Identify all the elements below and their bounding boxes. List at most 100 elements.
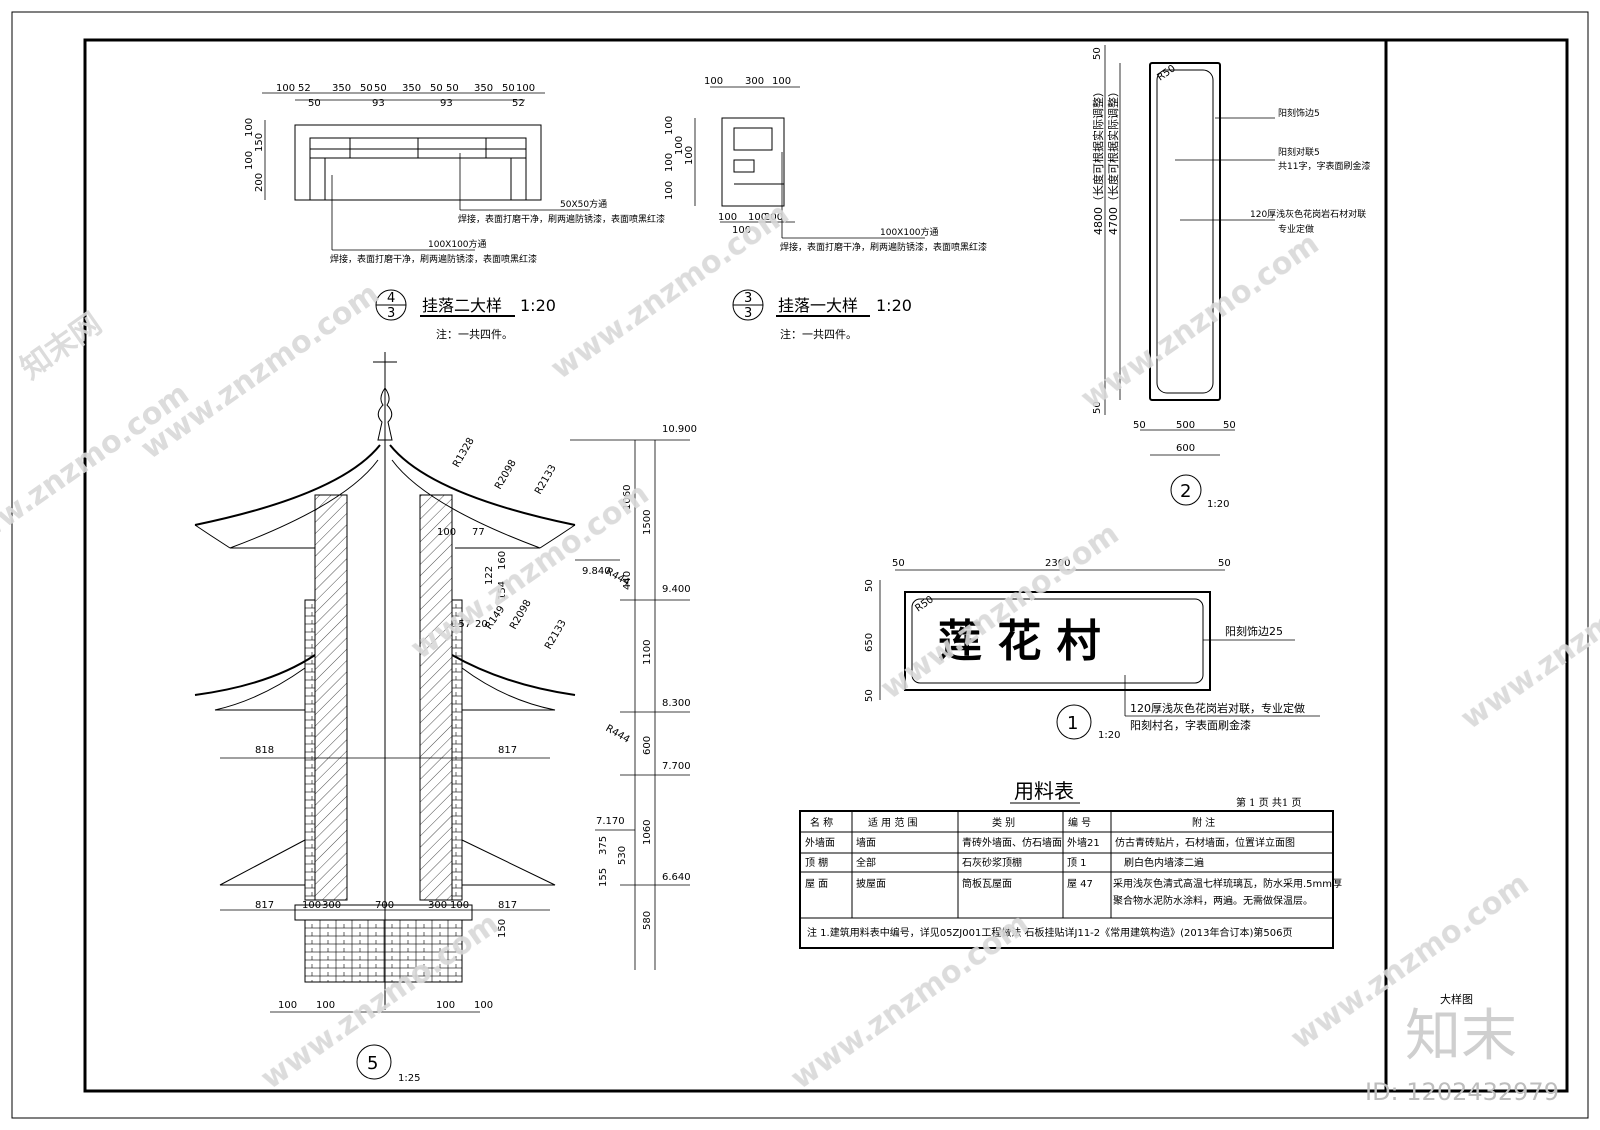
drawing-title: 大样图 [1440, 992, 1473, 1006]
dim: 100 [704, 76, 723, 87]
detail-1-symbol [1056, 704, 1092, 740]
table-cell: 顶 棚 [805, 856, 828, 869]
detail-5-base-dims: 817 100 300 700 300 100 817 [255, 900, 517, 911]
radius-label: R1328 [451, 436, 477, 470]
dim: 500 [1176, 420, 1195, 431]
label-weld-note: 焊接，表面打磨干净，刷两遍防锈漆，表面喷黑红漆 [330, 253, 537, 265]
watermark-text: www.znzmo.com [1455, 546, 1600, 736]
detail-4-title: 挂落二大样 [422, 296, 502, 315]
dim: 50 [502, 83, 515, 94]
table-cell: 墙面 [856, 836, 876, 849]
dim: 50 [446, 83, 459, 94]
table-header-cell: 名 称 [810, 816, 833, 829]
radius-label: R444 [604, 723, 632, 746]
watermark-text: www.znzmo.com [1075, 226, 1326, 416]
dim: 650 [864, 633, 875, 652]
wall-left [314, 494, 348, 901]
label-weld-note: 焊接，表面打磨干净，刷两遍防锈漆，表面喷黑红漆 [780, 241, 987, 253]
dim: 50 [1133, 420, 1146, 431]
dim: 50 [864, 689, 875, 702]
upper-roof-right [389, 444, 576, 526]
dim: 93 [440, 98, 453, 109]
plinth [304, 919, 463, 983]
couplet-border [1156, 69, 1214, 394]
sheet-outer-border [11, 11, 1589, 1119]
detail-4-frame-outer [294, 124, 542, 201]
dim: 100 [302, 900, 321, 911]
dim: 20 [475, 619, 488, 630]
dim: 157 [452, 619, 471, 630]
dim: 100 [674, 136, 685, 155]
sheet-frame [83, 38, 1569, 1093]
table-row: 外墙面 墙面 青砖外墙面、仿石墙面 外墙21 仿古青砖贴片，石材墙面，位置详立面… [805, 836, 1295, 849]
detail-1-village-sign: R50 莲 花 村 50 2300 50 50 650 50 阳刻饰边25 12… [864, 558, 1320, 741]
dim: 300 [428, 900, 447, 911]
detail-number: 2 [1180, 481, 1191, 502]
dim: 50 [1092, 47, 1103, 60]
dim: 200 [254, 173, 265, 192]
dim: 300 [322, 900, 341, 911]
dim: 300 [745, 76, 764, 87]
detail-5-symbol [356, 1044, 392, 1080]
detail-2-scale: 1:20 [1207, 499, 1229, 510]
label-stone: 120厚浅灰色花岗岩石材对联 [1250, 208, 1366, 220]
table-cell: 屋 面 [805, 878, 828, 890]
detail-2-symbol [1170, 474, 1202, 506]
label-border: 阳刻饰边25 [1225, 624, 1283, 638]
table-header-cell: 适 用 范 围 [868, 816, 918, 829]
dim: 100 [437, 527, 456, 538]
table-cell: 筒板瓦屋面 [962, 877, 1012, 890]
dim: 50 [1223, 420, 1236, 431]
dim: 50 [308, 98, 321, 109]
wall-right [419, 494, 453, 901]
elevation-marks: 10.900 9.840 9.400 8.300 7.700 7.170 6.6… [570, 424, 697, 886]
dim: 100 [516, 83, 535, 94]
dim: 100 [664, 181, 675, 200]
dim: 77 [472, 527, 485, 538]
detail-number: 5 [367, 1053, 378, 1074]
sign-border [911, 598, 1204, 684]
dim: 100 [450, 900, 469, 911]
dim: 817 [255, 900, 274, 911]
dim: 1060 [622, 485, 633, 510]
lower-roof-right [451, 654, 576, 696]
watermark-text: www.znzmo.com [135, 276, 386, 466]
label-100x100-tube: 100X100方通 [428, 238, 487, 250]
dim: 817 [498, 745, 517, 756]
table-header-cell: 类 别 [992, 816, 1015, 829]
radius-label: R2098 [493, 458, 519, 492]
detail-5-scale: 1:25 [398, 1073, 420, 1084]
dim-inner-height: 4700（长度可根据实际调整） [1106, 86, 1120, 235]
label-border: 阳刻饰边5 [1278, 107, 1320, 119]
elevation: 7.170 [596, 816, 625, 827]
dim: 200 [764, 212, 783, 223]
upper-roof-left [194, 444, 381, 526]
label-100x100-tube: 100X100方通 [880, 226, 939, 238]
dim: 580 [642, 911, 653, 930]
page-indicator: 第 1 页 共1 页 [1236, 796, 1301, 809]
dim: 1100 [642, 640, 653, 665]
detail-1-scale: 1:20 [1098, 730, 1120, 741]
dim: 100 [244, 151, 255, 170]
detail-4-left-dims: 100 150 100 200 [244, 118, 265, 192]
dim: 50 [360, 83, 373, 94]
dim-total-height: 4800（长度可根据实际调整） [1091, 86, 1105, 235]
dim: 150 [497, 919, 508, 938]
detail-2-couplet-stone: R50 50 4800（长度可根据实际调整） 4700（长度可根据实际调整） 5… [1091, 45, 1370, 510]
table-header-cell: 编 号 [1068, 816, 1091, 829]
table-cell: 石灰砂浆顶棚 [962, 856, 1022, 869]
lower-roof-left [194, 654, 316, 696]
dim: 93 [372, 98, 385, 109]
base-skirt-right [461, 839, 556, 886]
dim: 818 [255, 745, 274, 756]
table-header: 名 称 适 用 范 围 类 别 编 号 附 注 [810, 816, 1215, 829]
dim: 440 [622, 571, 633, 590]
dim: 100 [278, 1000, 297, 1011]
watermark-text: www.znzmo.com [0, 376, 195, 566]
radius-label: R444 [604, 566, 632, 589]
elevation: 6.640 [662, 872, 691, 883]
couplet-slab [1149, 62, 1221, 401]
watermark-text: 知末网 [15, 306, 109, 386]
elevation: 8.300 [662, 698, 691, 709]
elevation: 9.400 [662, 584, 691, 595]
